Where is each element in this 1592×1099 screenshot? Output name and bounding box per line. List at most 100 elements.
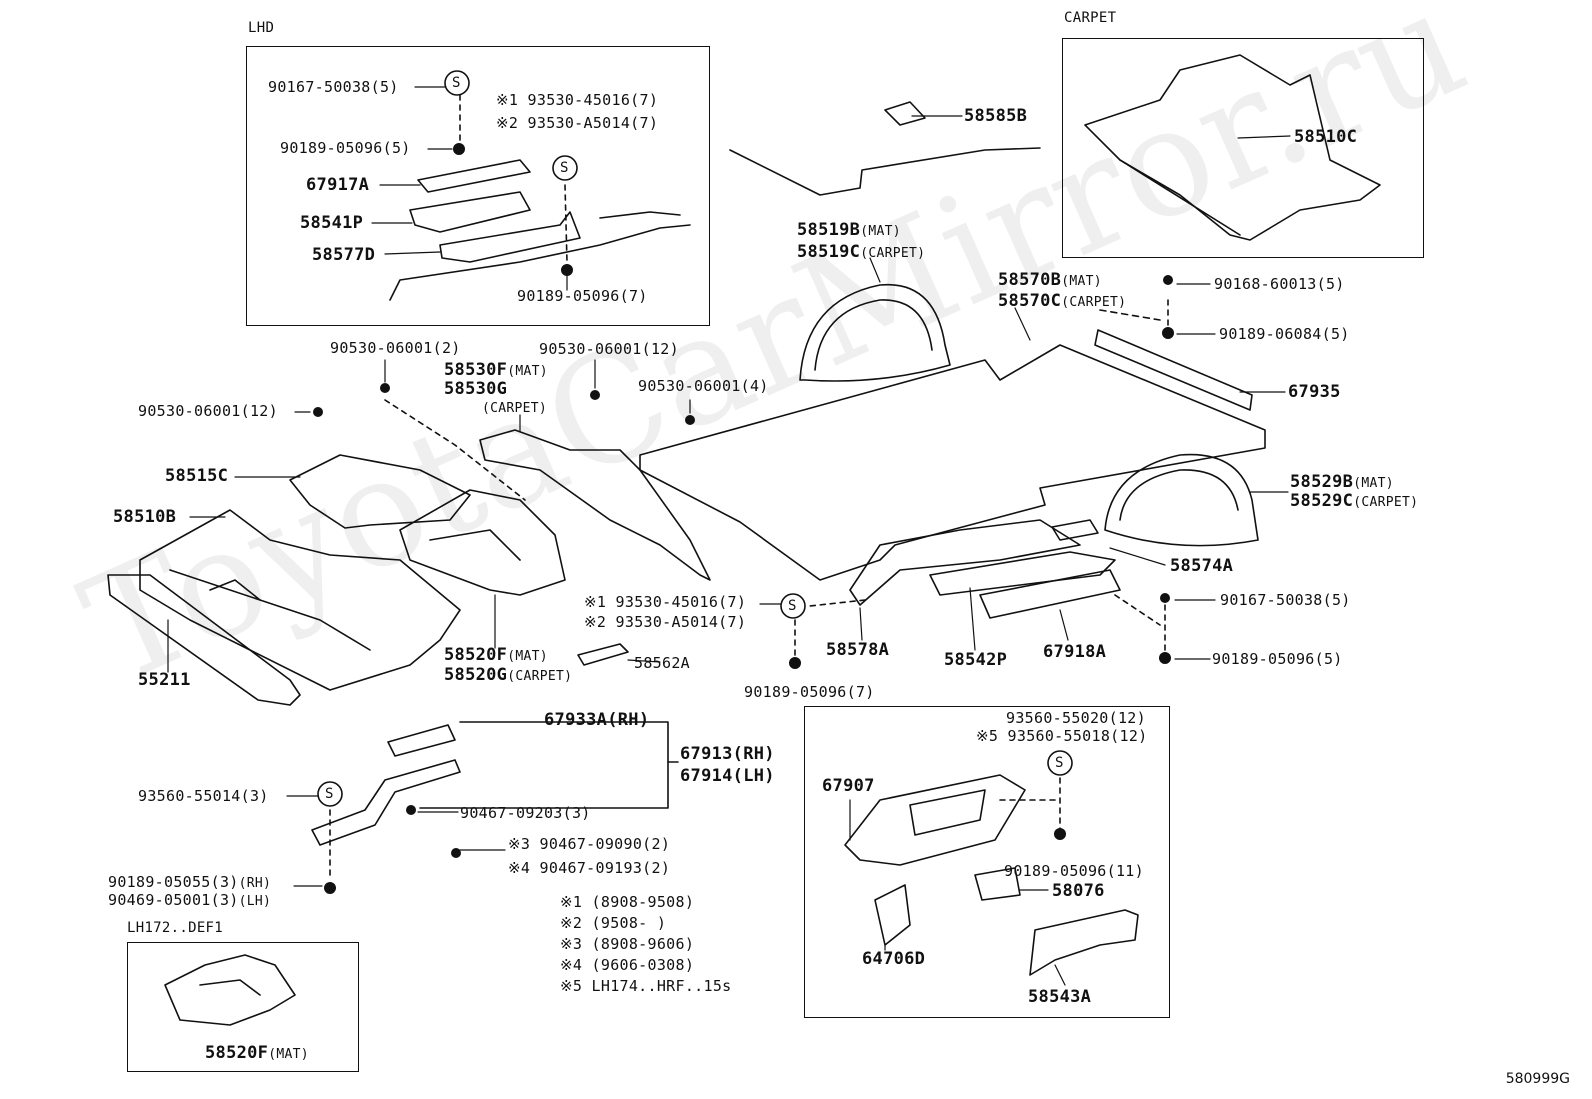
carpet-frame xyxy=(1062,38,1424,258)
front-carpet-58510b xyxy=(139,509,461,691)
label-90530-06001-2: 90530-06001(2) xyxy=(330,339,461,357)
label-58519b: 58519B(MAT) xyxy=(797,221,901,241)
lh172-frame xyxy=(127,942,359,1072)
label-90469-05001-sub: (LH) xyxy=(238,894,272,909)
label-58520f-lh172-sub: (MAT) xyxy=(268,1047,309,1062)
label-58542p: 58542P xyxy=(944,650,1008,670)
lhd-frame xyxy=(246,46,710,326)
label-58520g-sub: (CARPET) xyxy=(507,669,573,684)
bolt-icon-h xyxy=(406,805,416,815)
screw-symbol-s-2: S xyxy=(560,160,569,176)
label-58541p: 58541P xyxy=(300,213,364,233)
label-58529c-sub: (CARPET) xyxy=(1353,495,1419,510)
label-58520g-code: 58520G xyxy=(444,665,508,685)
label-90530-06001-12a: 90530-06001(12) xyxy=(138,402,278,420)
label-90189-05096-7-top: 90189-05096(7) xyxy=(517,287,648,305)
label-90469-05001: 90469-05001(3)(LH) xyxy=(108,892,271,910)
label-58530g-sub: (CARPET) xyxy=(482,401,548,416)
label-90467-09203: 90467-09203(3) xyxy=(460,804,591,822)
bracket-64706d xyxy=(874,884,911,946)
label-note4: ※4 90467-09193(2) xyxy=(508,859,671,877)
label-58530f-sub: (MAT) xyxy=(507,364,548,379)
label-58570c-sub: (CARPET) xyxy=(1061,295,1127,310)
label-58570b: 58570B(MAT) xyxy=(998,271,1102,291)
label-58510c: 58510C xyxy=(1294,127,1358,147)
label-58529b: 58529B(MAT) xyxy=(1290,473,1394,493)
label-90189-05096-11: 90189-05096(11) xyxy=(1004,862,1144,880)
carpet-58510c xyxy=(1084,54,1381,241)
label-58520f-sub: (MAT) xyxy=(507,649,548,664)
label-58562a: 58562A xyxy=(634,654,690,672)
footnotes: ※1 (8908-9508) ※2 (9508- ) ※3 (8908-9606… xyxy=(560,894,732,995)
label-58519c-sub: (CARPET) xyxy=(860,246,926,261)
label-58530f: 58530F(MAT) xyxy=(444,361,548,381)
label-58520f-lh172: 58520F(MAT) xyxy=(205,1044,309,1064)
plate-58574a xyxy=(1051,519,1099,541)
bolt-icon-b xyxy=(561,264,573,276)
rail-58578a xyxy=(849,519,1081,606)
label-note1-93530-45016: ※1 93530-45016(7) xyxy=(496,91,659,109)
plate-58076 xyxy=(974,867,1021,901)
bolt-icon-n xyxy=(590,390,600,400)
label-93560-55014: 93560-55014(3) xyxy=(138,787,269,805)
bolt-icon-e xyxy=(789,657,801,669)
screw-symbol-lower-left xyxy=(317,781,343,807)
bolt-icon-d xyxy=(1159,652,1171,664)
footnote-3: ※3 (8908-9606) xyxy=(560,935,695,953)
bolt-icon-m xyxy=(313,407,323,417)
label-67914: 67914(LH) xyxy=(680,766,775,786)
lhd-67917a xyxy=(417,159,531,193)
lh174-frame xyxy=(804,706,1170,1018)
bolt-icon-a xyxy=(453,143,465,155)
label-note3: ※3 90467-09090(2) xyxy=(508,835,671,853)
label-93560-55020: 93560-55020(12) xyxy=(1006,709,1146,727)
screw-symbol-lh174 xyxy=(1047,750,1073,776)
footnote-4: ※4 (9606-0308) xyxy=(560,956,695,974)
screw-symbol-mid xyxy=(780,593,806,619)
label-58578a: 58578A xyxy=(826,640,890,660)
footnote-2: ※2 (9508- ) xyxy=(560,914,667,932)
wheelhouse-mat-left xyxy=(799,283,951,382)
bolt-icon-f xyxy=(324,882,336,894)
label-58570c-code: 58570C xyxy=(998,291,1062,311)
label-58520f-lh172-code: 58520F xyxy=(205,1043,269,1063)
label-67935: 67935 xyxy=(1288,382,1341,402)
screw-symbol-s-4: S xyxy=(325,786,334,802)
label-58519b-code: 58519B xyxy=(797,220,861,240)
rear-floor-mat-outline xyxy=(639,344,1266,581)
screw-symbol-s-1: S xyxy=(452,75,461,91)
mat-58520f xyxy=(399,489,566,596)
mat-58520f-lh172 xyxy=(164,954,296,1026)
label-58570b-code: 58570B xyxy=(998,270,1062,290)
bracket-67913 xyxy=(311,759,461,846)
label-67933a: 67933A(RH) xyxy=(544,710,650,730)
label-58529b-sub: (MAT) xyxy=(1353,476,1394,491)
label-58510b: 58510B xyxy=(113,507,177,527)
rail-67918a xyxy=(979,569,1121,619)
label-90189-06084: 90189-06084(5) xyxy=(1219,325,1350,343)
label-58515c: 58515C xyxy=(165,466,229,486)
label-90189-05055: 90189-05055(3)(RH) xyxy=(108,874,271,892)
strip-58562a xyxy=(577,643,629,666)
strip-67935 xyxy=(1094,329,1253,411)
cover-58585b xyxy=(884,101,926,126)
bolt-icon-o xyxy=(685,415,695,425)
label-note1-mid: ※1 93530-45016(7) xyxy=(584,593,747,611)
label-58543a: 58543A xyxy=(1028,987,1092,1007)
label-58530g: 58530G xyxy=(444,379,508,399)
carpet-frame-title: CARPET xyxy=(1064,10,1117,26)
lhd-58577d xyxy=(439,211,581,263)
panel-67907 xyxy=(844,774,1026,866)
label-90167-50038-top: 90167-50038(5) xyxy=(268,78,399,96)
screw-symbol-lhd-top xyxy=(444,70,470,96)
tunnel-58530f xyxy=(479,429,711,581)
footnote-1: ※1 (8908-9508) xyxy=(560,893,695,911)
label-67917a: 67917A xyxy=(306,175,370,195)
diagram-id: 580999G xyxy=(1505,1071,1570,1087)
label-90469-05001-code: 90469-05001(3) xyxy=(108,891,239,909)
label-58585b: 58585B xyxy=(964,106,1028,126)
label-90530-06001-12b: 90530-06001(12) xyxy=(539,340,679,358)
rear-floor-mat-edge xyxy=(729,147,1041,196)
label-90189-05096-5-top: 90189-05096(5) xyxy=(280,139,411,157)
label-58519c-code: 58519C xyxy=(797,242,861,262)
